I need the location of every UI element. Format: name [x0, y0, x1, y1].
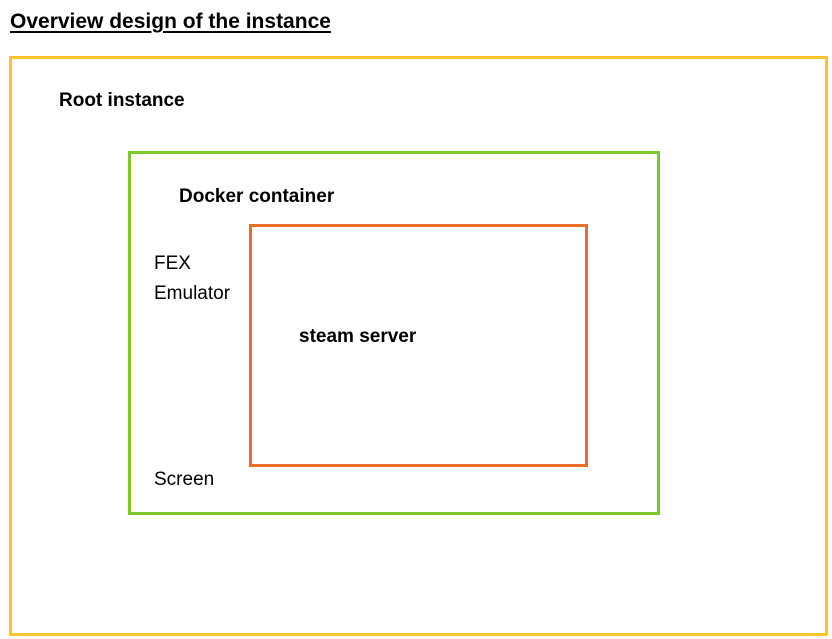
- fex-emulator-label-line1: FEX: [154, 253, 191, 274]
- root-instance-box: [9, 56, 828, 636]
- steam-server-label: steam server: [299, 326, 417, 347]
- docker-container-label: Docker container: [179, 186, 335, 207]
- root-instance-label: Root instance: [59, 90, 185, 111]
- fex-emulator-label-line2: Emulator: [154, 283, 231, 304]
- steam-server-box: [249, 224, 588, 467]
- screen-label: Screen: [154, 469, 215, 490]
- page-title: Overview design of the instance: [10, 10, 331, 33]
- docker-container-box: [128, 151, 660, 515]
